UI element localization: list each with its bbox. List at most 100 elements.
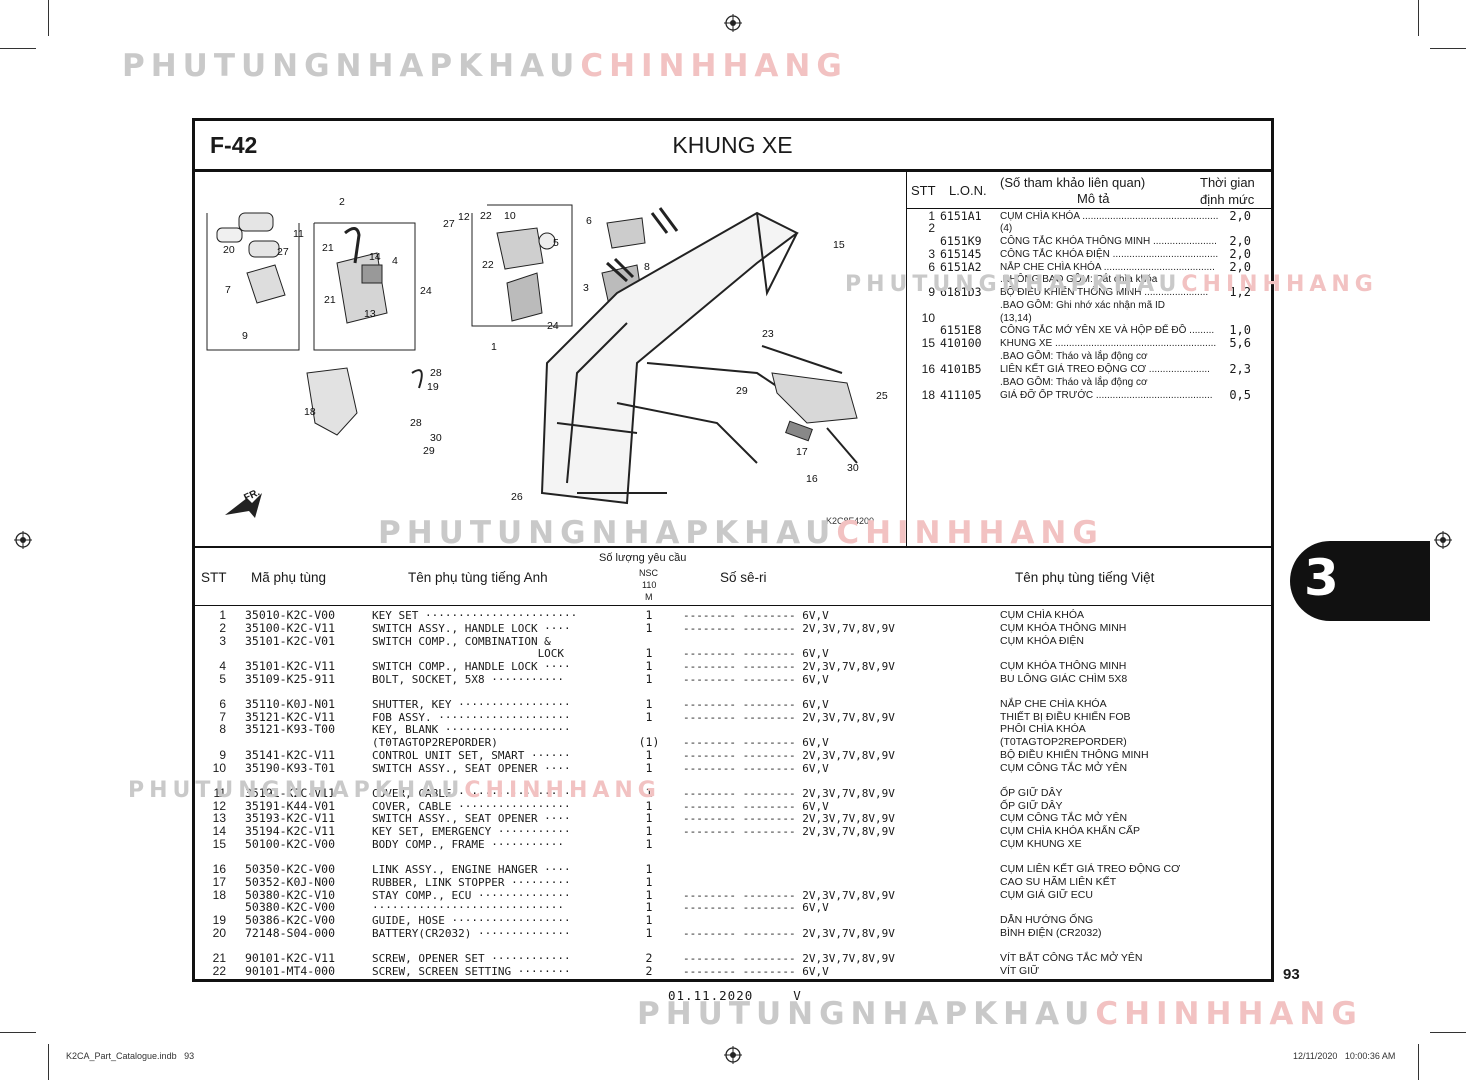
- rt-desc: CÔNG TẮC KHÓA THÔNG MINH ...............…: [1000, 236, 1217, 247]
- row-en: BODY COMP., FRAME ···········: [372, 838, 565, 851]
- row-serial: -------- -------- 2V,3V,7V,8V,9V: [683, 825, 895, 838]
- rt-row: 10(13,14): [909, 312, 1264, 325]
- row-stt: 15: [212, 837, 226, 851]
- rt-lon: 6151E8: [940, 323, 982, 337]
- rt-stt: 9: [928, 285, 935, 299]
- rt-desc: NẮP CHE CHÌA KHÓA ......................…: [1000, 262, 1215, 273]
- row-code: 50386-K2C-V00: [245, 913, 336, 927]
- watermark-part-2: CHINHHANG: [1095, 996, 1363, 1032]
- watermark-part-1: PHUTUNGNHAPKHAU: [122, 48, 581, 84]
- engine-hanger-icon: [761, 345, 858, 464]
- registration-mark-icon: [14, 531, 32, 549]
- watermark-part-1: PHUTUNGNHAPKHAU: [637, 996, 1096, 1032]
- row-code: 35110-K0J-N01: [245, 697, 336, 711]
- row-stt: 2: [219, 621, 226, 635]
- rt-time: 1,0: [1229, 323, 1251, 337]
- row-code: 35194-K2C-V11: [245, 824, 336, 838]
- right-table-divider: [906, 172, 907, 546]
- callout-label: 28: [430, 367, 442, 379]
- registration-mark-icon: [724, 1046, 742, 1064]
- row-en: SCREW, OPENER SET ············: [372, 952, 571, 965]
- callout-label: 23: [762, 328, 774, 340]
- row-serial: -------- -------- 6V,V: [683, 609, 829, 622]
- row-stt: 16: [212, 862, 226, 876]
- callout-label: 2: [339, 196, 345, 208]
- callout-label: 11: [293, 228, 304, 240]
- watermark-part-1: PHUTUNGNHAPKHAU: [845, 272, 1182, 297]
- row-stt: 1: [219, 608, 226, 622]
- crop-mark: [1430, 1032, 1466, 1033]
- watermark-part-1: PHUTUNGNHAPKHAU: [128, 778, 465, 803]
- ignition-switch-icon: [496, 227, 556, 322]
- row-stt: 4: [219, 659, 226, 673]
- row-vn: (T0TAGTOP2REPORDER): [1000, 736, 1127, 748]
- row-code: 35010-K2C-V00: [245, 608, 336, 622]
- page-title: KHUNG XE: [672, 132, 793, 158]
- row-en: FOB ASSY. ····················: [372, 711, 571, 724]
- row-vn: BỘ ĐIỀU KHIỂN THÔNG MINH: [1000, 749, 1149, 761]
- callout-label: 4: [392, 255, 398, 267]
- row-vn: DẪN HƯỚNG ỐNG: [1000, 914, 1094, 926]
- row-stt: 22: [212, 964, 226, 978]
- row-qty: 1: [645, 888, 653, 902]
- rt-row: .BAO GỒM: Ghi nhớ xác nhận mã ID: [909, 299, 1264, 312]
- row-serial: -------- -------- 6V,V: [683, 901, 829, 914]
- rt-desc: (4): [1000, 223, 1013, 234]
- row-en: KEY, BLANK ···················: [372, 723, 571, 736]
- col-header-qty-m: M: [645, 592, 653, 602]
- callout-label: 9: [242, 330, 248, 342]
- rt-row: 2 (4): [909, 222, 1264, 235]
- callout-label: 27: [443, 218, 455, 230]
- row-en: CONTROL UNIT SET, SMART ······: [372, 749, 571, 762]
- row-en: KEY SET ·······················: [372, 609, 578, 622]
- row-en: COVER, CABLE ·················: [372, 800, 571, 813]
- row-qty: 2: [645, 951, 653, 965]
- rt-desc: CỤM CHÌA KHÓA ..........................…: [1000, 211, 1219, 222]
- row-code: 35109-K25-911: [245, 672, 336, 686]
- row-stt: 19: [212, 913, 226, 927]
- row-qty: 1: [645, 646, 653, 660]
- callout-label: 30: [847, 462, 859, 474]
- row-qty: 1: [645, 926, 653, 940]
- row-en: RUBBER, LINK STOPPER ·········: [372, 876, 571, 889]
- rt-time: 2,0: [1229, 247, 1251, 261]
- row-serial: -------- -------- 2V,3V,7V,8V,9V: [683, 927, 895, 940]
- row-serial: -------- -------- 6V,V: [683, 965, 829, 978]
- row-stt: 17: [212, 875, 226, 889]
- row-en: SWITCH ASSY., SEAT OPENER ····: [372, 812, 571, 825]
- row-serial: -------- -------- 6V,V: [683, 647, 829, 660]
- rt-lon: 6151A1: [940, 209, 982, 223]
- callout-label: 14: [369, 251, 381, 263]
- row-vn: NẮP CHE CHÌA KHÓA: [1000, 698, 1107, 710]
- footer-date-value: 01.11.2020: [668, 988, 754, 1003]
- row-qty: 1: [645, 621, 653, 635]
- callout-label: 18: [304, 406, 316, 418]
- rt-stt: 2: [928, 221, 935, 235]
- row-en: (T0TAGTOP2REPORDER): [372, 736, 498, 749]
- diagram-divider: [195, 546, 1271, 548]
- watermark-part-2: CHINHHANG: [836, 515, 1104, 551]
- callout-label: 22: [480, 210, 492, 222]
- rt-lon: 4101B5: [940, 362, 982, 376]
- fr-arrow-icon: [225, 493, 262, 518]
- rt-row: .BAO GỒM: Tháo và lắp động cơ: [909, 376, 1264, 389]
- rt-time: 0,5: [1229, 388, 1251, 402]
- rt-lon: 410100: [940, 336, 982, 350]
- callout-label: 13: [364, 308, 376, 320]
- callout-label: 15: [833, 239, 845, 251]
- crop-mark: [1418, 1044, 1419, 1080]
- page-number: 93: [1283, 966, 1300, 983]
- row-stt: 21: [212, 951, 226, 965]
